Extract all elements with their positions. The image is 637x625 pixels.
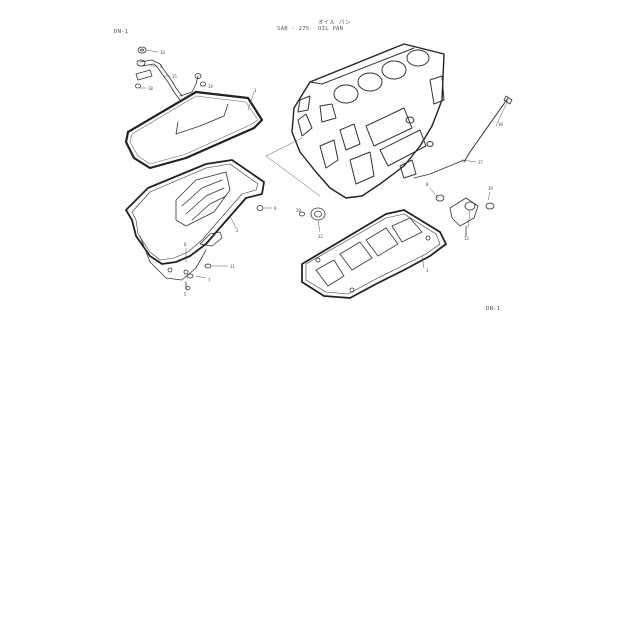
cylinder-block — [291, 43, 445, 199]
oil-filter-bracket — [299, 194, 495, 237]
drain-plug-parts — [185, 205, 264, 291]
header-title-jp: オイル パン — [318, 20, 351, 26]
callout-label: 4 — [160, 64, 163, 69]
callout-label: 16 — [160, 50, 165, 55]
callout-label: 17 — [478, 160, 483, 165]
oil-pan-gasket — [124, 90, 264, 170]
callout-label: 7 — [208, 278, 211, 283]
callout-numbers: 16 4 15 14 18 1 9 2 11 17 10 7 6 5 8 3 1… — [148, 50, 503, 297]
callout-label: 19 — [488, 186, 493, 191]
callout-label: 12 — [318, 234, 323, 239]
block-lower-gasket — [301, 209, 447, 299]
callout-label: 10 — [498, 122, 503, 127]
header-left-code: DN-1 — [114, 29, 129, 35]
callout-label: 20 — [296, 208, 301, 213]
callout-label: 18 — [148, 86, 153, 91]
dipstick — [413, 95, 513, 179]
oil-strainer-pipe — [135, 59, 202, 101]
small-bolt-parts — [135, 46, 206, 89]
callout-label: 14 — [208, 84, 213, 89]
callout-label: 6 — [184, 242, 187, 247]
callout-label: 11 — [230, 264, 235, 269]
callout-label: 5 — [184, 292, 187, 297]
callout-label: 2 — [236, 228, 239, 233]
header-center-code: SAB - 275 — [277, 26, 310, 32]
callout-label: 15 — [172, 74, 177, 79]
header-title-en: OIL PAN — [318, 26, 344, 32]
callout-label: 8 — [426, 182, 429, 187]
callout-label: 13 — [464, 236, 469, 241]
callout-label: 1 — [254, 88, 257, 93]
oil-pan — [125, 159, 265, 281]
footer-right-code: DN-1 — [486, 306, 501, 312]
leader-lines — [139, 49, 509, 279]
callout-label: 9 — [274, 206, 277, 211]
callout-label: 3 — [426, 268, 429, 273]
